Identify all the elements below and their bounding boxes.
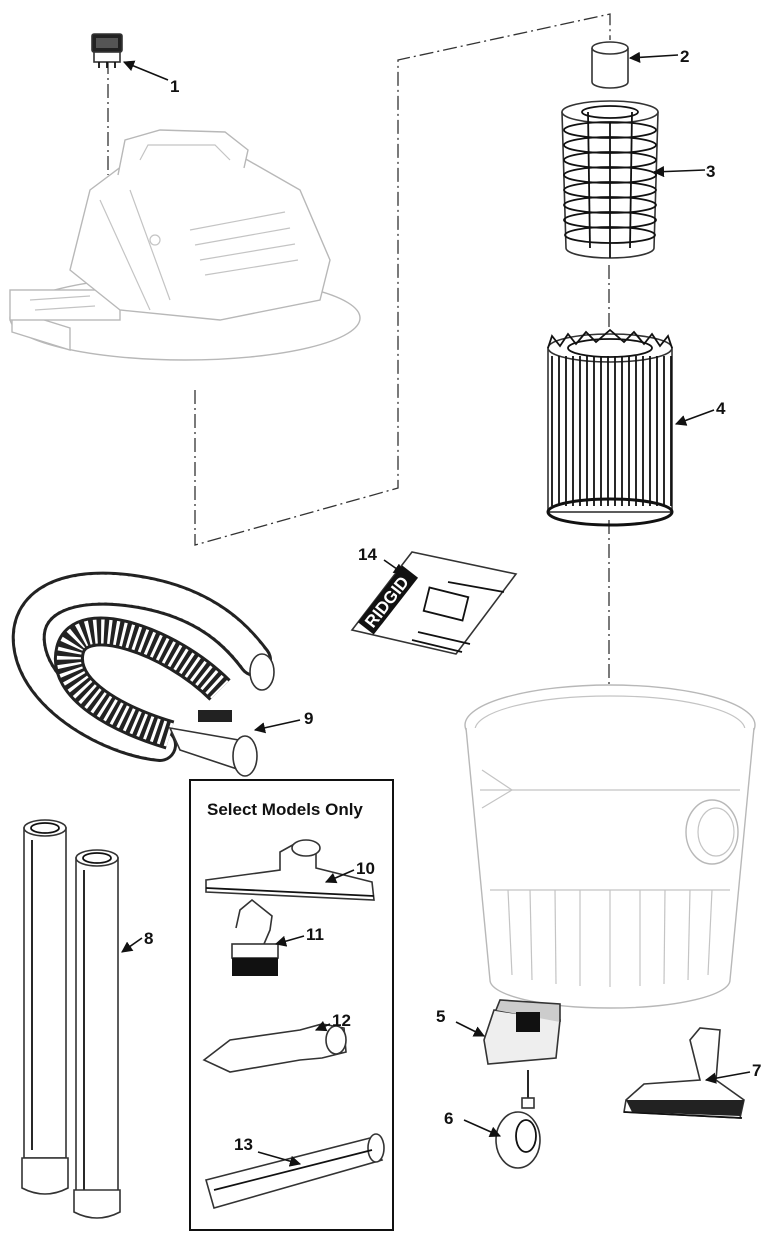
part-12-crevice-tool — [202, 1023, 347, 1073]
powerhead-lid — [9, 129, 361, 361]
part-2-cap — [591, 41, 629, 89]
part-11-dusting-brush — [231, 898, 279, 976]
callout-1: 1 — [170, 77, 179, 96]
callout-2: 2 — [680, 47, 689, 66]
callout-5: 5 — [436, 1007, 445, 1026]
part-14-manual: RIDGID — [350, 551, 518, 655]
part-3-filter-cage — [561, 100, 659, 259]
part-4-pleated-filter — [546, 328, 674, 527]
part-7-floor-nozzle — [623, 1027, 745, 1119]
part-8-extension-wands — [21, 819, 121, 1219]
callout-7: 7 — [752, 1061, 761, 1080]
callout-11: 11 — [306, 925, 324, 944]
part-6-caster — [495, 1070, 541, 1169]
callout-8: 8 — [144, 929, 153, 948]
part-9-hose — [11, 571, 275, 777]
part-10-utility-nozzle — [205, 839, 375, 901]
callout-13: 13 — [234, 1135, 253, 1154]
callout-4: 4 — [716, 399, 726, 418]
select-models-box: Select Models Only — [189, 779, 394, 1231]
callout-3: 3 — [706, 162, 715, 181]
tank — [464, 684, 756, 1009]
callout-14: 14 — [358, 545, 377, 564]
callout-9: 9 — [304, 709, 313, 728]
callout-6: 6 — [444, 1109, 453, 1128]
callout-12: 12 — [332, 1011, 351, 1030]
callout-10: 10 — [356, 859, 375, 878]
select-models-title: Select Models Only — [207, 800, 363, 819]
callout-leaders — [121, 51, 751, 1167]
part-5-caster-foot — [483, 999, 561, 1065]
part-13-extension-tool — [205, 1133, 385, 1209]
callout-labels: 1 2 3 4 14 9 10 8 11 12 5 7 6 13 — [144, 47, 761, 1154]
part-1-switch — [91, 33, 123, 68]
